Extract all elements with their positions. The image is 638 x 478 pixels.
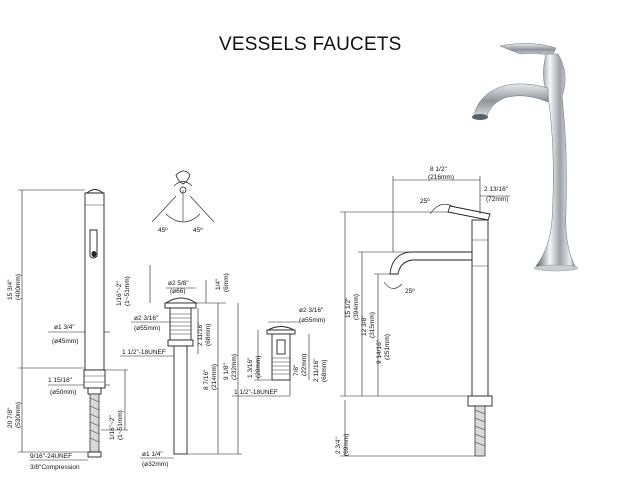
page-title: VESSELS FAUCETS (219, 34, 402, 55)
handle-angle-left: 45º (158, 227, 168, 234)
drain-large-body-height-mm: (68mm) (205, 324, 212, 346)
drain-small-height-b-mm: (22mm) (301, 354, 308, 376)
drain-large-adjust-mm: (1~51mm) (124, 276, 131, 306)
side-base (83, 369, 106, 389)
side-base-dia-mm: (ø50mm) (50, 389, 76, 396)
drain-large-flange-dia-mm: (ø55mm) (134, 325, 160, 332)
faucet-product-image (472, 43, 579, 272)
drain-large-tailpiece (173, 345, 188, 455)
side-thread: 9/16"-24UNEF (30, 453, 72, 460)
drain-small-height-a-mm: (20mm) (255, 356, 262, 378)
front-handle-angle: 25º (420, 198, 430, 205)
side-base-dia: 1 15/16" (48, 377, 73, 384)
front-outlet-height: 9 14/16" (376, 339, 383, 364)
side-supply-hose (89, 393, 100, 453)
side-compression: 3/8"Compression (30, 464, 80, 471)
front-shank-mm: (69mm) (343, 434, 350, 456)
front-reach: 8 1/2" (430, 166, 447, 173)
front-outlet-height-mm: (251mm) (384, 334, 391, 360)
side-shank-length-mm: (1~51mm) (117, 410, 124, 440)
drain-large: ø2 5/8" (ø66) ø2 3/16" (ø55mm) 1/16"~2" … (116, 265, 242, 468)
handle-angle-right: 45º (193, 227, 203, 234)
drain-large-height-b-mm: (232mm) (231, 354, 238, 380)
drain-large-top-dia-mm: (ø66) (170, 288, 186, 295)
side-shank-length: 1/16"~2" (109, 415, 116, 440)
front-spout (389, 251, 473, 275)
front-handle (447, 205, 491, 221)
drain-small-height-c: 2 11/16" (313, 358, 320, 382)
handle-top-icon (175, 170, 191, 185)
drain-large-thread: 1 1/2"-18UNEF (122, 349, 166, 356)
side-height-total: 15 3/4" (7, 279, 14, 300)
front-view: 8 1/2" (216mm) 2 13/16" (72mm) 25º 25º 1… (335, 166, 510, 457)
side-body-dia: ø1 3/4" (54, 324, 75, 331)
drain-large-body (169, 307, 192, 341)
front-total-height-mm: (394mm) (353, 294, 360, 320)
front-base (467, 395, 493, 407)
drain-small-height-a: 1 3/16" (247, 357, 254, 378)
front-supply-hose (474, 405, 486, 457)
product-aerator (472, 114, 488, 120)
product-spout (473, 83, 549, 119)
product-body (535, 53, 577, 269)
drain-small-height-c-mm: (68mm) (321, 360, 328, 382)
drain-small-flange-dia: ø2 3/16" (299, 307, 324, 314)
front-spout-height: 12 3/8" (361, 315, 368, 336)
side-outlet (91, 251, 97, 257)
side-lower-height: 20 7/8" (7, 407, 14, 428)
side-height-total-mm: (400mm) (15, 274, 22, 300)
drain-large-height-a: 8 7/16" (203, 369, 210, 390)
drain-small-cap (267, 326, 295, 331)
drain-large-cap-height: 1/4" (215, 278, 222, 290)
front-shank: 2 3/4" (335, 437, 342, 454)
drain-large-bottom-dia-mm: (ø32mm) (142, 461, 168, 468)
front-spout-height-mm: (315mm) (369, 312, 376, 338)
side-aerator (89, 229, 98, 259)
side-faucet-body (84, 192, 105, 371)
drain-large-body-height: 2 11/16" (197, 322, 204, 346)
handle-view: 45º 45º (151, 170, 215, 234)
drain-large-top-dia: ø2 5/8" (168, 280, 189, 287)
drain-large-adjust: 1/16"~2" (116, 281, 123, 306)
side-lower-height-mm: (530mm) (15, 402, 22, 428)
drain-large-height-a-mm: (214mm) (211, 364, 218, 390)
drain-large-cap (164, 297, 198, 304)
drain-small-flange-dia-mm: (ø55mm) (299, 317, 325, 324)
drain-large-cap-height-mm: (6mm) (223, 273, 230, 292)
front-handle-reach: 2 13/16" (484, 186, 509, 193)
front-total-height: 15 1/2" (345, 297, 352, 318)
drain-small: ø2 3/16" (ø55mm) 1 3/16" (20mm) 7/8" (22… (232, 307, 328, 397)
side-faucet-cap (85, 189, 105, 194)
side-view: 15 3/4" (400mm) 20 7/8" (530mm) 1/16"~2"… (7, 189, 128, 471)
drain-small-thread: 1 1/2"-18UNEF (234, 389, 278, 396)
drain-small-body (271, 333, 291, 381)
drain-small-height-b: 7/8" (293, 364, 300, 376)
drain-large-height-b: 9 1/8" (223, 363, 230, 380)
side-body-dia-mm: (ø45mm) (52, 338, 78, 345)
front-spout-angle: 25º (405, 288, 415, 295)
front-handle-reach-mm: (72mm) (486, 196, 508, 203)
drain-large-bottom-dia: ø1 1/4" (142, 451, 163, 458)
drain-large-flange-dia: ø2 3/16" (134, 315, 159, 322)
front-faucet-body (471, 219, 489, 397)
front-reach-mm: (216mm) (428, 174, 454, 181)
